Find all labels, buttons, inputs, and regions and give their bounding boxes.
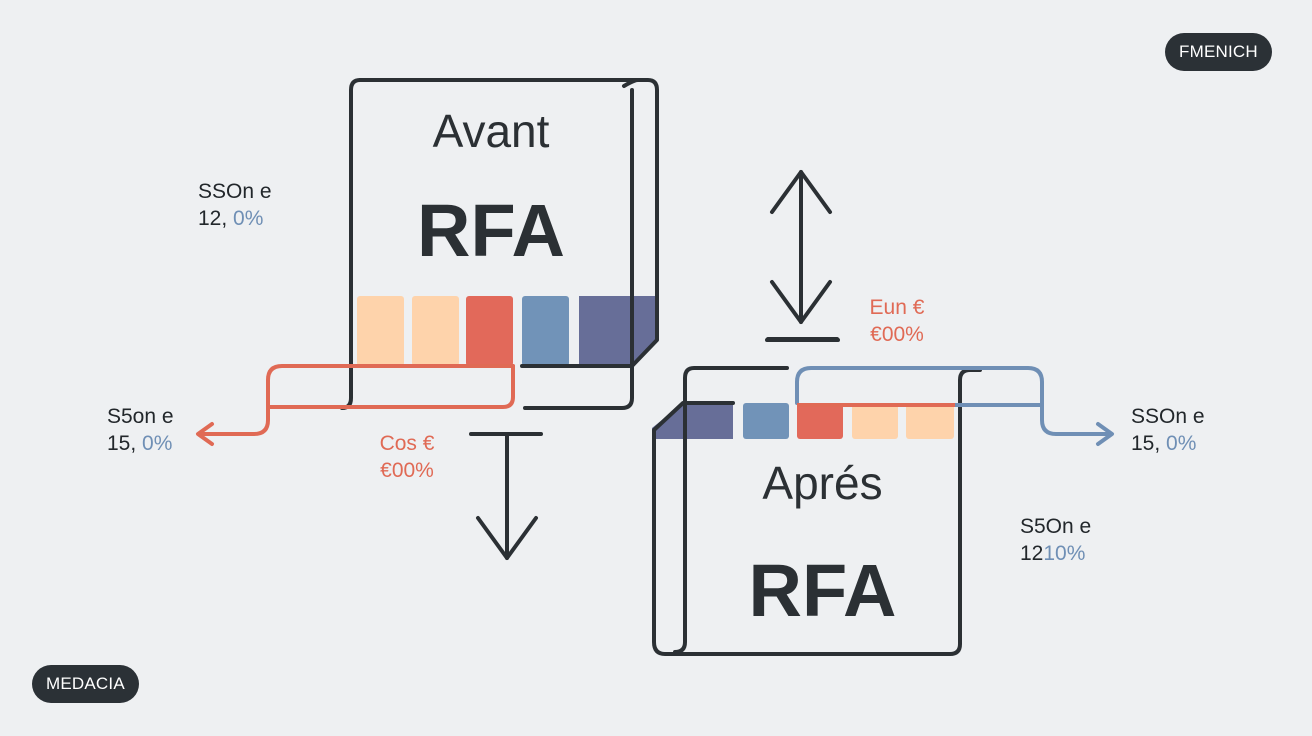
delta-cost-line2: €00%	[380, 459, 434, 482]
before-swatch-4	[522, 296, 569, 366]
after-swatch-5	[906, 403, 954, 439]
label-left-top-line1: SSOn e	[198, 180, 272, 203]
label-left-mid-line1: S5on e	[107, 405, 174, 428]
after-swatch-2	[743, 403, 789, 439]
arrow-down-from-bar-icon	[469, 432, 543, 560]
delta-cost: Cos € €00%	[362, 430, 452, 484]
label-right-low-line1: S5On e	[1020, 515, 1092, 538]
label-left-top: SSOn e 12, 0%	[198, 178, 272, 232]
after-swatch-4	[852, 403, 898, 439]
label-left-mid-pct: 0%	[136, 432, 173, 455]
before-swatch-3	[466, 296, 513, 366]
label-left-top-pct: 0%	[227, 207, 264, 230]
top-right-badge: FMENICH	[1165, 33, 1272, 71]
after-panel-title: Aprés	[762, 457, 883, 509]
before-panel-frame	[340, 78, 659, 410]
before-swatch-5	[579, 296, 657, 366]
delta-euro: Eun € €00%	[852, 294, 942, 348]
label-right-low-pct: 10%	[1043, 542, 1086, 565]
before-panel-subtitle: RFA	[417, 189, 565, 272]
label-right-mid-line1: SSOn e	[1131, 405, 1205, 428]
label-left-top-num: 12,	[198, 207, 228, 230]
label-right-low: S5On e 1210%	[1020, 513, 1091, 567]
after-swatches	[652, 403, 954, 439]
right-arrow-head	[1096, 422, 1114, 446]
before-swatch-1	[357, 296, 404, 366]
label-right-mid: SSOn e 15, 0%	[1131, 403, 1205, 457]
label-left-mid: S5on e 15, 0%	[107, 403, 174, 457]
after-swatch-3	[797, 403, 843, 439]
left-arrow-head	[196, 422, 214, 446]
label-right-mid-num: 15,	[1131, 432, 1161, 455]
left-flow-line	[196, 364, 515, 446]
delta-euro-line2: €00%	[870, 323, 924, 346]
after-panel-subtitle: RFA	[748, 549, 897, 632]
arrow-up-down-icon	[766, 170, 839, 341]
label-right-low-num: 12	[1020, 542, 1044, 565]
before-swatch-2	[412, 296, 459, 366]
label-right-mid-pct: 0%	[1160, 432, 1197, 455]
delta-cost-line1: Cos €	[379, 432, 435, 455]
label-left-mid-num: 15,	[107, 432, 137, 455]
before-panel-title: Avant	[432, 105, 550, 157]
before-swatches	[357, 296, 657, 366]
right-flow-line	[795, 366, 1114, 446]
bottom-left-badge: MEDACIA	[32, 665, 139, 703]
delta-euro-line1: Eun €	[869, 296, 925, 319]
